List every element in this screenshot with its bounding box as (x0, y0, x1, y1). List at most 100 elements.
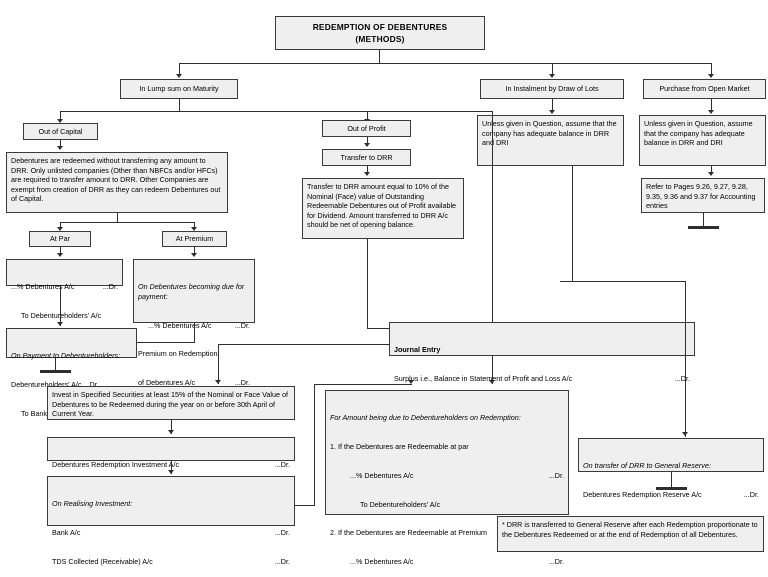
node-instalment-note: Unless given in Question, assume that th… (477, 115, 624, 166)
connector-atpar-to-payment (60, 286, 62, 326)
title-line-2: (METHODS) (355, 34, 405, 44)
node-on-payment-entry: On Payment to Debentureholders: Debentur… (6, 328, 137, 418)
connector-atpremium-entry (194, 247, 196, 256)
amount-due-heading: For Amount being due to Debentureholders… (330, 413, 521, 423)
on-payment-line-1: Debentureholders' A/c ...Dr. (11, 379, 99, 389)
connector-drop-lumpsum (179, 63, 181, 75)
amount-due-item-1-line-1: ...% Debentures A/c...Dr. (350, 470, 564, 480)
connector-capital-split-stem (117, 213, 119, 223)
terminator-transfer-drr-gr (656, 487, 687, 490)
on-payment-heading: On Payment to Debentureholders: (11, 351, 121, 361)
connector-openmarket-note (711, 99, 713, 111)
connector-instalment-note (552, 99, 554, 111)
transfer-drr-gr-line-1: Debentures Redemption Reserve A/c...Dr. (583, 489, 759, 499)
amount-due-item-2: 2. If the Debentures are Redeemable at P… (330, 528, 488, 538)
transfer-drr-gr-heading: On transfer of DRR to General Reserve: (583, 461, 711, 471)
connector-drop-atpar (60, 222, 62, 229)
connector-drop-outprofit (367, 111, 369, 121)
arrow-realising-entry (168, 470, 174, 474)
connector-drop-instalment (552, 63, 554, 75)
arrow-transfer-to-drr (364, 143, 370, 147)
at-premium-line-1: ...% Debentures A/c...Dr. (148, 320, 250, 330)
connector-outprofit-to-drr (367, 137, 369, 146)
arrow-amount-due-right (489, 380, 495, 384)
node-transfer-to-drr: Transfer to DRR (322, 149, 411, 166)
node-title: REDEMPTION OF DEBENTURES (METHODS) (275, 16, 485, 50)
node-out-of-profit: Out of Profit (322, 120, 411, 137)
journal-entry-heading: Journal Entry (394, 345, 441, 355)
arrow-instalment (549, 74, 555, 78)
node-at-premium-entry: On Debentures becoming due for payment: … (133, 259, 255, 416)
connector-drop-atpremium (194, 222, 196, 229)
node-openmarket-note: Unless given in Question, assume that th… (639, 115, 766, 166)
arrow-at-premium-entry (191, 253, 197, 257)
arrow-at-premium (191, 227, 197, 231)
arrow-atpar-to-payment (57, 322, 63, 326)
arrow-openmarket-note (708, 110, 714, 114)
arrow-instalment-note (549, 110, 555, 114)
connector-dri-to-realising (171, 461, 173, 474)
node-at-premium: At Premium (162, 231, 227, 247)
connector-to-transfer-drr-gr (685, 281, 687, 437)
connector-realising-right (295, 505, 315, 507)
arrow-lumpsum (176, 74, 182, 78)
connector-invest-to-dri (171, 420, 173, 434)
node-out-of-capital-note: Debentures are redeemed without transfer… (6, 152, 228, 213)
connector-outcapital-note (60, 140, 62, 149)
connector-drrgr-terminator-stem (671, 472, 673, 489)
at-par-line-2: To Debentureholders' A/c (21, 310, 102, 320)
connector-level2-bus (60, 111, 493, 113)
amount-due-item-1-line-2: To Debentureholders' A/c (360, 499, 441, 509)
at-premium-heading: On Debentures becoming due for payment: (138, 282, 247, 301)
arrow-out-of-capital-note (57, 146, 63, 150)
connector-refer-pages (711, 166, 713, 175)
at-par-line-1: ...% Debentures A/c...Dr. (11, 282, 118, 292)
amount-due-item-1: 1. If the Debentures are Redeemable at p… (330, 441, 469, 451)
connector-refer-terminator-stem (703, 213, 705, 227)
title-line-1: REDEMPTION OF DEBENTURES (312, 22, 448, 32)
at-premium-line-2: Premium on Redemption (138, 349, 218, 359)
connector-drop-openmarket (711, 63, 713, 75)
dri-line-1: Debentures Redemption Investment A/c...D… (52, 460, 290, 470)
arrow-at-par (57, 227, 63, 231)
arrow-openmarket (708, 74, 714, 78)
arrow-transfer-drr-gr (682, 432, 688, 436)
realising-line-2: TDS Collected (Receivable) A/c...Dr. (52, 556, 290, 566)
node-instalment-draw-of-lots: In Instalment by Draw of Lots (480, 79, 624, 99)
arrow-invest-securities (215, 380, 221, 384)
connector-payment-terminator-stem (55, 358, 57, 371)
node-at-par-entry: ...% Debentures A/c...Dr. To Debentureho… (6, 259, 123, 320)
connector-level1-bus (179, 63, 712, 65)
node-invest-specified-securities: Invest in Specified Securities at least … (47, 386, 295, 420)
node-transfer-drr-to-gr: On transfer of DRR to General Reserve: D… (578, 438, 764, 528)
arrow-refer-pages (708, 172, 714, 176)
amount-due-item-2-line-1: ...% Debentures A/c...Dr. (350, 557, 564, 567)
terminator-refer-pages (688, 226, 719, 229)
realising-line-1: Bank A/c...Dr. (52, 527, 290, 537)
connector-realising-up (314, 384, 316, 506)
node-refer-pages: Refer to Pages 9.26, 9.27, 9.28, 9.35, 9… (641, 178, 765, 213)
arrow-drr-note (364, 172, 370, 176)
connector-par-premium-bus (60, 222, 195, 224)
terminator-on-payment (40, 370, 71, 373)
at-premium-line-3: of Debentures A/c...Dr. (138, 378, 250, 388)
node-transfer-to-drr-note: Transfer to DRR amount equal to 10% of t… (302, 178, 464, 239)
connector-atpremium-left (137, 342, 195, 344)
connector-drr-to-note (367, 166, 369, 175)
arrow-dri-entry (168, 430, 174, 434)
connector-journal-to-invest (218, 344, 220, 384)
node-dri-entry: Debentures Redemption Investment A/c...D… (47, 437, 295, 498)
connector-drrnote-down (367, 239, 369, 329)
connector-amountdue-top-bus (314, 384, 412, 386)
node-out-of-capital: Out of Capital (23, 123, 98, 140)
node-footnote: * DRR is transferred to General Reserve … (497, 516, 764, 552)
realising-heading: On Realising Investment: (52, 499, 133, 509)
connector-journal-left-bus (218, 344, 390, 346)
node-realising-investment-entry: On Realising Investment: Bank A/c...Dr. … (47, 476, 295, 566)
connector-title-stem (379, 50, 381, 64)
arrow-out-of-capital (57, 119, 63, 123)
connector-atpar-entry (60, 247, 62, 256)
arrow-amount-due-left (408, 380, 414, 384)
connector-lumpsum-stem (179, 99, 181, 112)
